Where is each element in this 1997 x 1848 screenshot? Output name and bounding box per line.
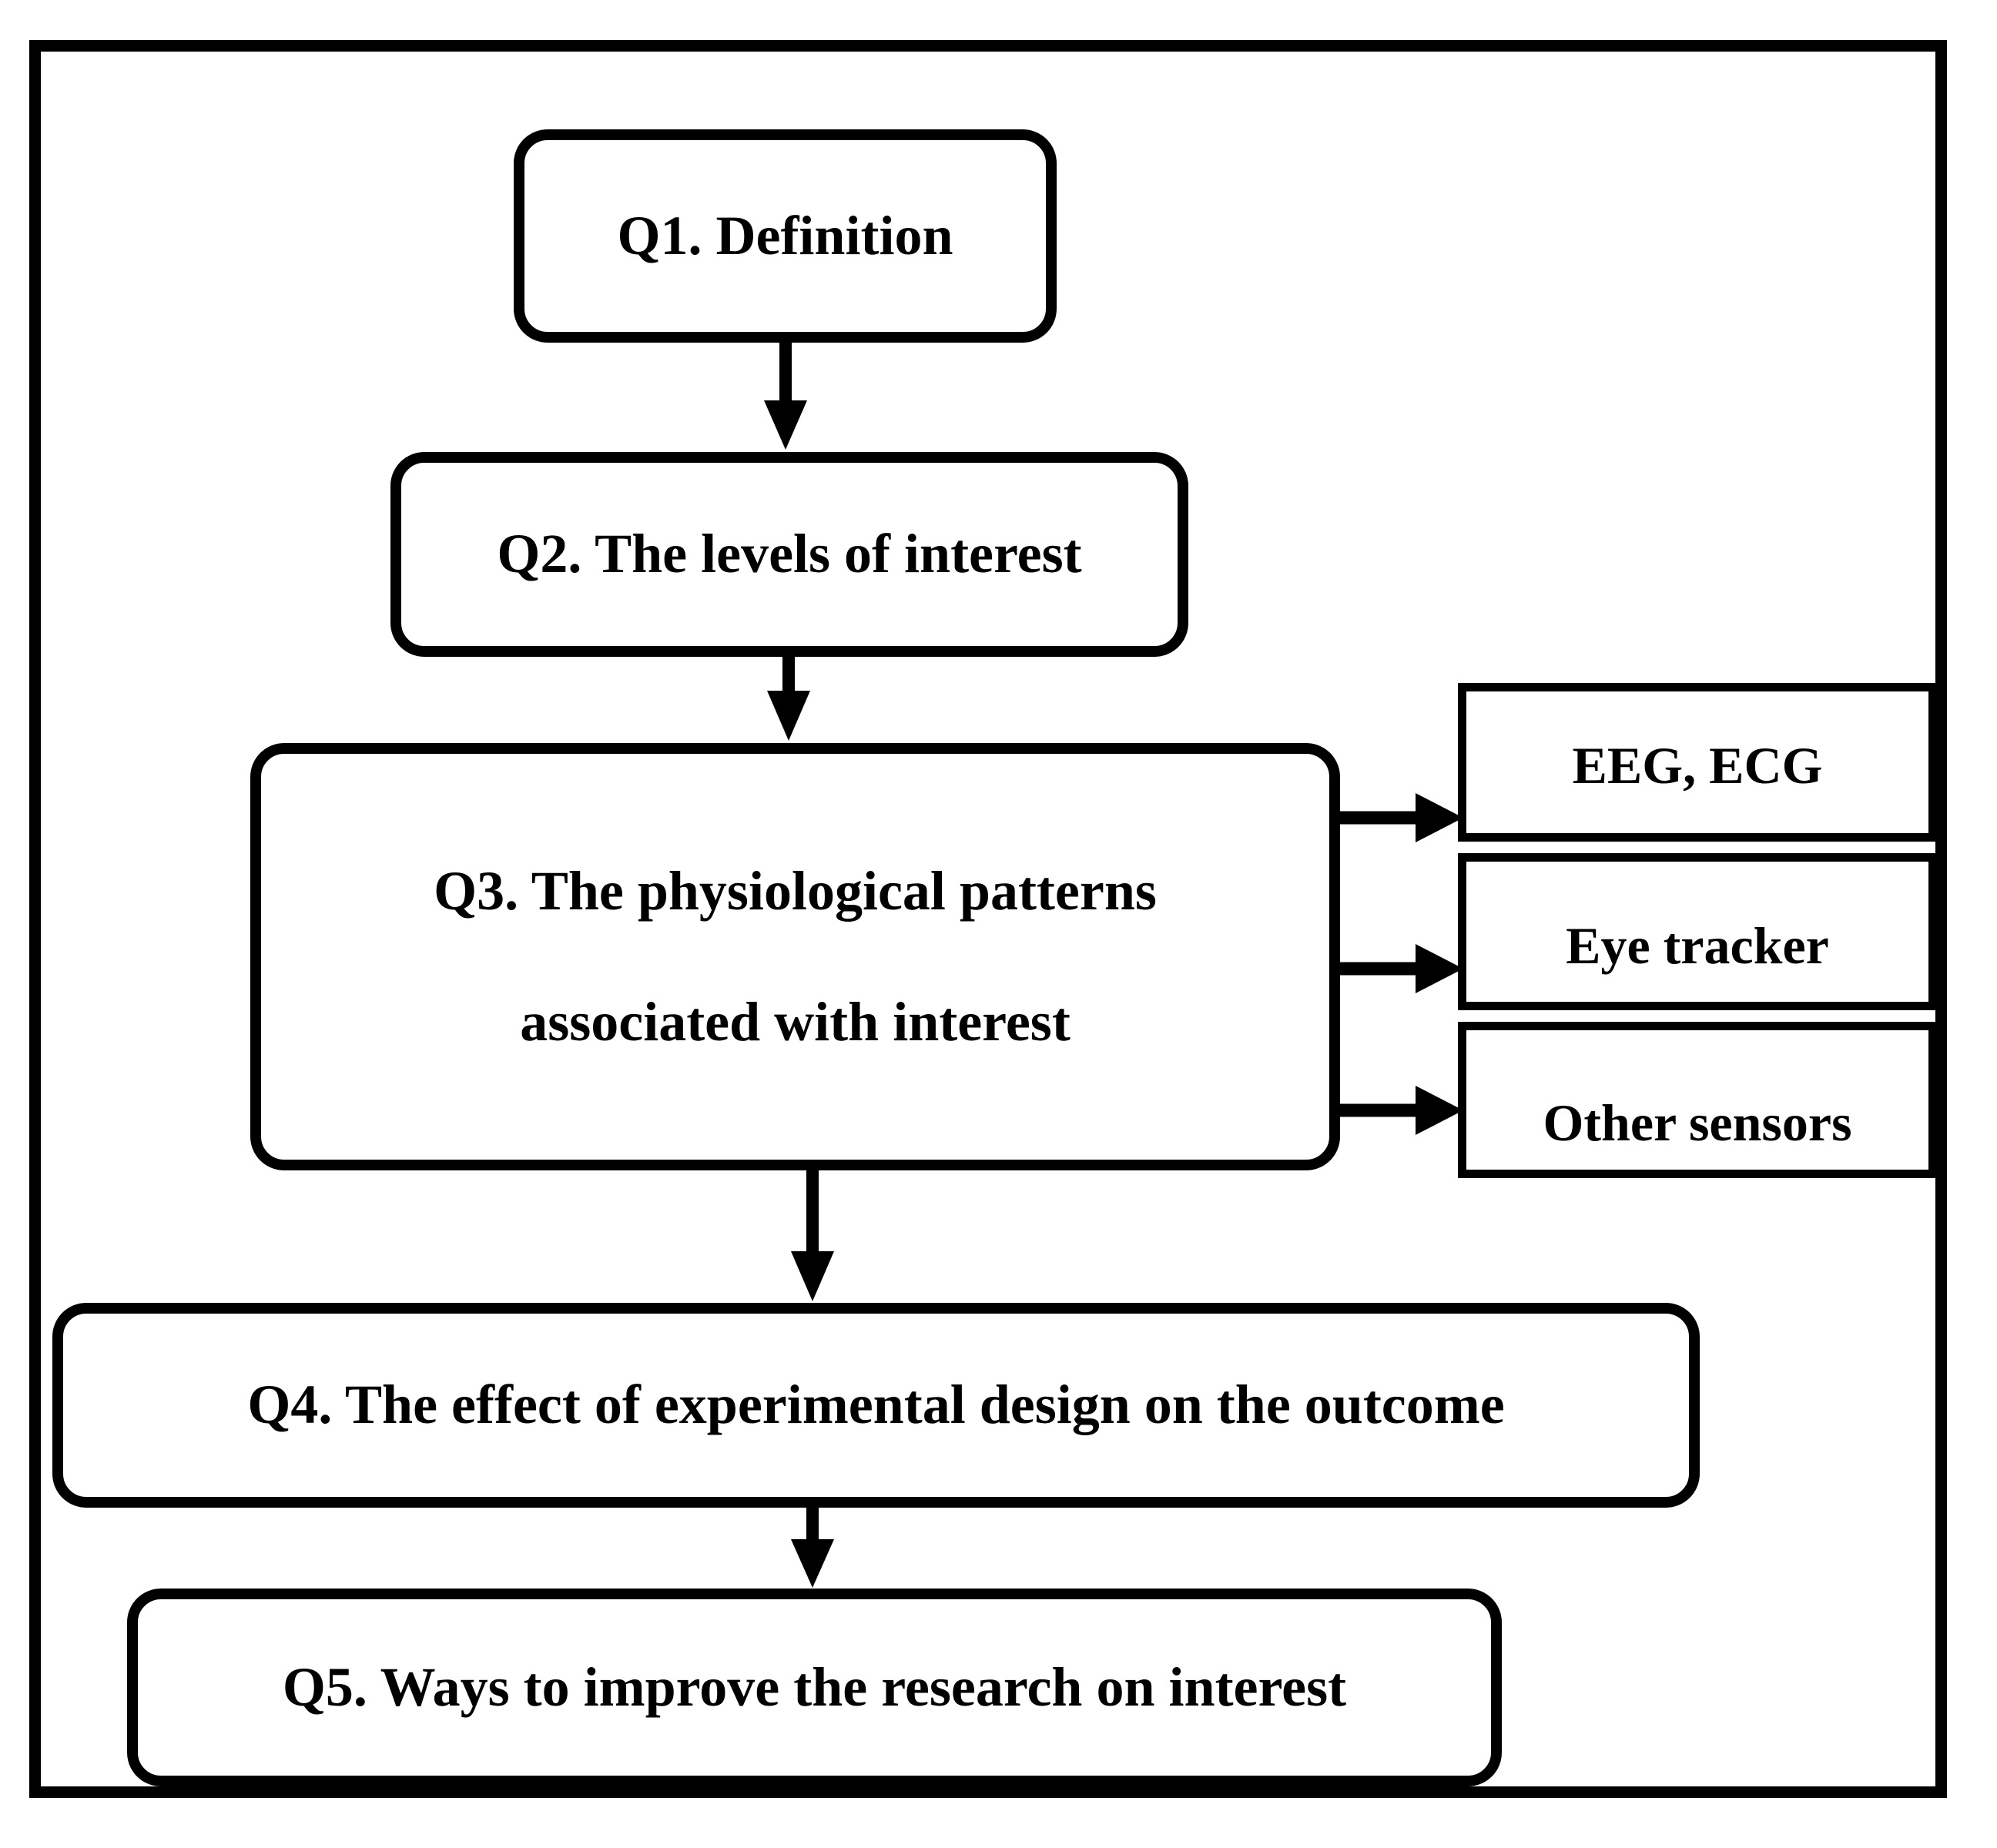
- node-other-label: Other sensors: [1543, 1093, 1852, 1152]
- node-q1-definition[interactable]: Q1. Definition: [514, 129, 1057, 343]
- node-q3-physiological-patterns[interactable]: Q3. The physiological patterns associate…: [250, 743, 1340, 1170]
- node-q3-label: Q3. The physiological patterns associate…: [261, 826, 1329, 1086]
- node-eye-label: Eye tracker: [1566, 916, 1829, 975]
- node-eeg-ecg[interactable]: EEG, ECG: [1458, 683, 1937, 842]
- node-q3-label-line1: Q3. The physiological patterns: [434, 860, 1157, 922]
- node-q5-ways-to-improve[interactable]: Q5. Ways to improve the research on inte…: [127, 1589, 1502, 1786]
- node-other-sensors[interactable]: Other sensors: [1458, 1022, 1937, 1178]
- node-eye-tracker[interactable]: Eye tracker: [1458, 853, 1937, 1010]
- node-q5-label: Q5. Ways to improve the research on inte…: [282, 1656, 1347, 1718]
- node-eeg-label: EEG, ECG: [1572, 735, 1823, 795]
- node-q2-levels-of-interest[interactable]: Q2. The levels of interest: [390, 452, 1188, 657]
- node-q4-label: Q4. The effect of experimental design on…: [247, 1374, 1505, 1436]
- node-q1-label: Q1. Definition: [617, 204, 953, 266]
- node-q3-label-line2: associated with interest: [520, 990, 1071, 1053]
- node-q2-label: Q2. The levels of interest: [497, 523, 1082, 585]
- outer-frame-border: [29, 40, 1947, 1798]
- node-q4-experimental-design[interactable]: Q4. The effect of experimental design on…: [52, 1303, 1700, 1508]
